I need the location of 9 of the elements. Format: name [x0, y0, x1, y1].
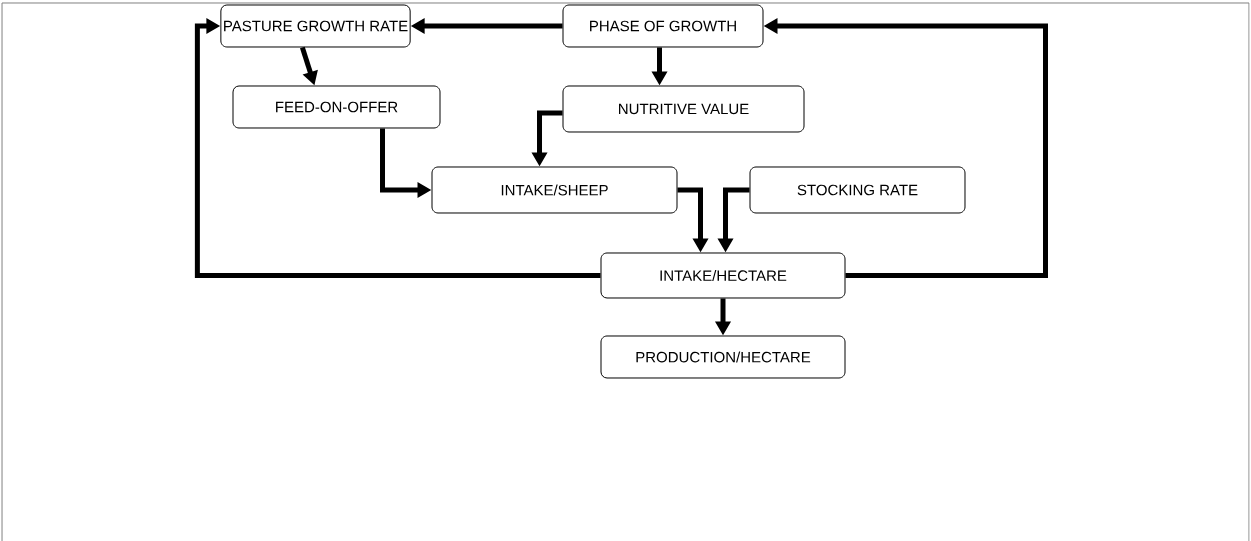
process-box: INTAKE/HECTARE	[600, 252, 846, 299]
process-box: PASTURE GROWTH RATE	[220, 4, 411, 48]
arrow	[194, 17, 601, 278]
process-box: FEED-ON-OFFER	[232, 85, 441, 129]
process-box: STOCKING RATE	[749, 166, 966, 214]
process-box: NUTRITIVE VALUE	[562, 85, 805, 133]
process-box: INTAKE/SHEEP	[431, 166, 678, 214]
process-box: PRODUCTION/HECTARE	[600, 335, 846, 379]
process-box: PHASE OF GROWTH	[562, 4, 764, 48]
